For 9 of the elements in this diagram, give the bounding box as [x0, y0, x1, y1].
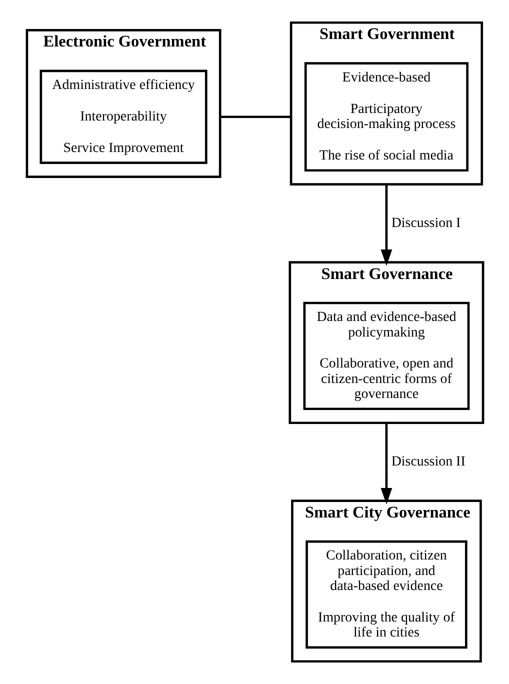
edge-label: Discussion II — [390, 454, 465, 470]
arrow — [380, 422, 392, 504]
node-box: Administrative efficiency Interoperability Service Improvement — [39, 70, 207, 164]
edge-label: Discussion I — [390, 216, 460, 231]
connector — [220, 116, 291, 118]
node-box: Evidence-based Participatory decision-making process The rise of social media — [304, 62, 468, 172]
node-box: Collaboration, citizen participation, and data-based evidence Improving the quality of life in cities — [305, 540, 467, 649]
arrow — [380, 184, 392, 266]
node-box: Data and evidence-based policymaking Collaborative, open and citizen-centric forms of governance — [302, 302, 470, 410]
